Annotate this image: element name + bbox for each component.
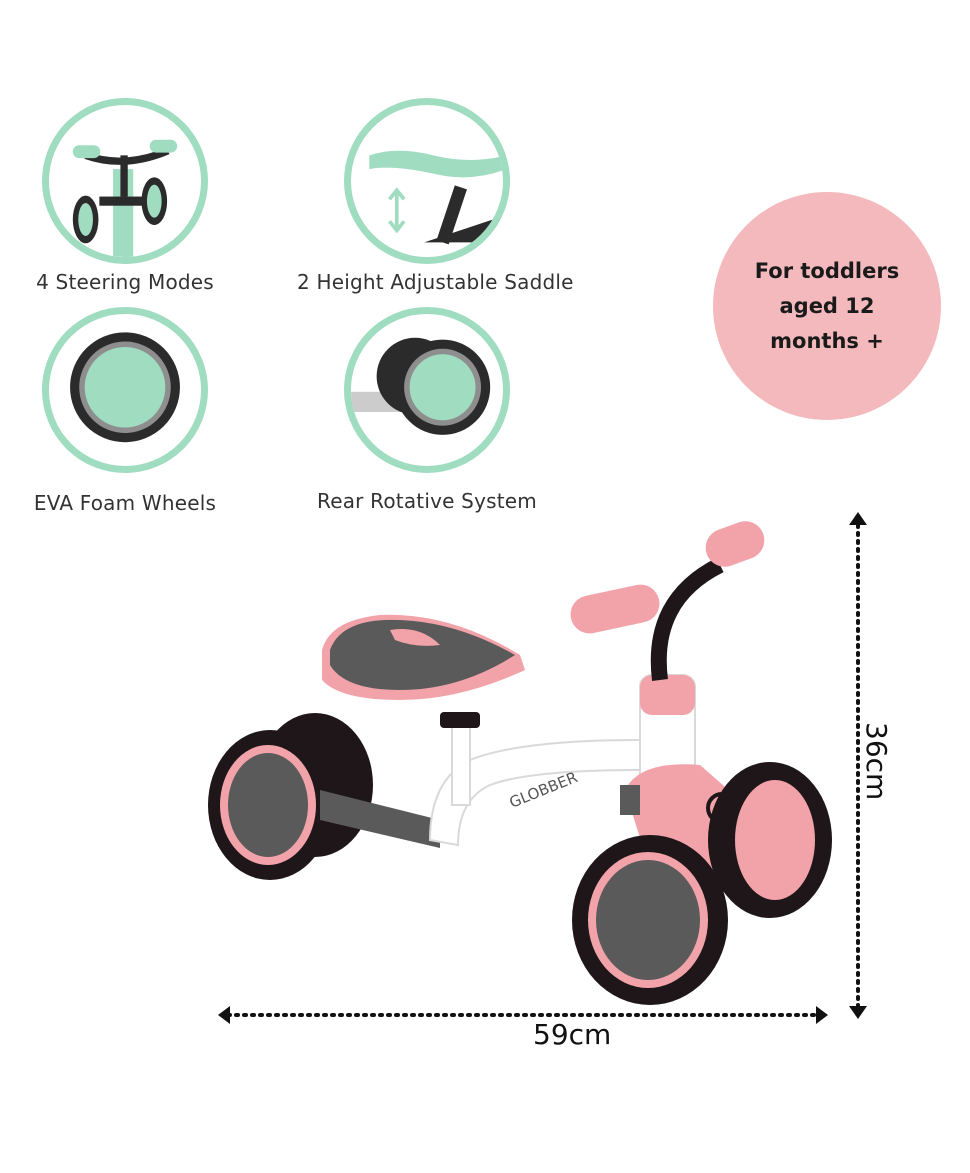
feature-steering-modes: 4 Steering Modes bbox=[0, 98, 255, 294]
feature-label: EVA Foam Wheels bbox=[33, 491, 217, 515]
wheel-icon bbox=[42, 307, 208, 473]
feature-label: Rear Rotative System bbox=[317, 489, 537, 513]
length-dimension-line bbox=[218, 1006, 828, 1024]
feature-eva-foam-wheels: EVA Foam Wheels bbox=[0, 307, 255, 515]
rear-wheel-icon bbox=[344, 307, 510, 473]
height-dimension-line bbox=[849, 512, 867, 1019]
length-label: 59cm bbox=[533, 1018, 612, 1051]
feature-label: 2 Height Adjustable Saddle bbox=[297, 270, 574, 294]
age-badge: For toddlers aged 12 months + bbox=[713, 192, 941, 420]
height-label: 36cm bbox=[860, 722, 893, 801]
age-badge-text: For toddlers aged 12 months + bbox=[754, 258, 900, 353]
steering-icon bbox=[42, 98, 208, 264]
rear-wheel-front bbox=[208, 730, 332, 880]
saddle-icon bbox=[344, 98, 510, 264]
feature-rear-rotative-system: Rear Rotative System bbox=[297, 307, 557, 513]
feature-adjustable-saddle: 2 Height Adjustable Saddle bbox=[297, 98, 574, 294]
feature-label: 4 Steering Modes bbox=[36, 270, 214, 294]
